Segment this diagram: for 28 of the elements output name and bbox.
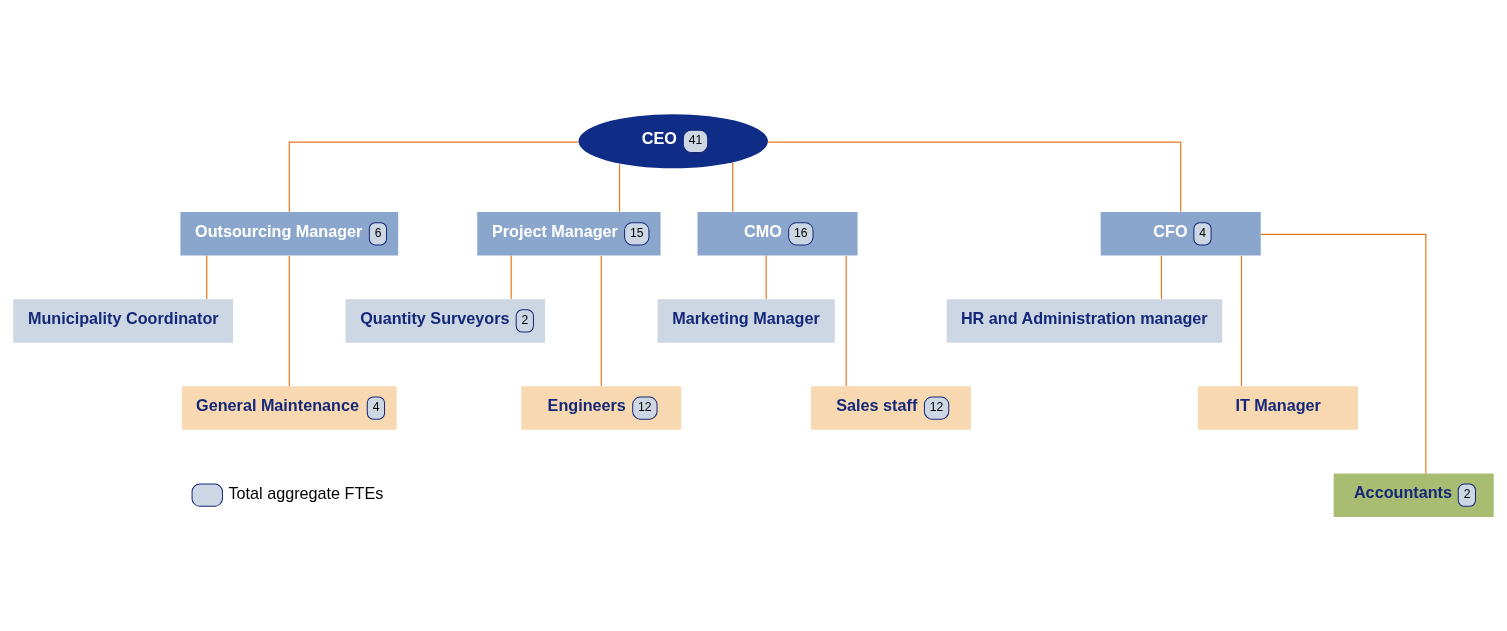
node-box: CFO 4 xyxy=(1100,212,1261,256)
connector xyxy=(288,141,579,213)
node-box: HR and Administration manager xyxy=(946,299,1223,343)
connector xyxy=(618,163,621,213)
connector xyxy=(206,255,208,300)
node-box: Project Manager 15 xyxy=(477,212,661,256)
node-box: Sales staff 12 xyxy=(811,386,972,430)
connector xyxy=(1240,255,1243,387)
connector xyxy=(765,255,767,300)
node-box: Marketing Manager xyxy=(657,299,835,343)
connector xyxy=(288,255,290,387)
node-box: Municipality Coordinator xyxy=(13,299,234,343)
node-box: CMO 16 xyxy=(697,212,858,256)
connector xyxy=(732,162,734,213)
node-ellipse: CEO 41 xyxy=(578,114,768,169)
node-box: Outsourcing Manager 6 xyxy=(180,212,399,256)
connector xyxy=(1260,233,1427,474)
connector xyxy=(600,255,602,387)
legend-label: Total aggregate FTEs xyxy=(228,484,384,503)
connector xyxy=(767,141,1182,213)
connector xyxy=(510,255,512,300)
connector xyxy=(845,255,847,387)
node-box: General Maintenance 4 xyxy=(181,386,397,430)
connector xyxy=(1160,255,1163,300)
node-box: Quantity Surveyors 2 xyxy=(345,299,546,343)
node-box: Accountants 2 xyxy=(1333,473,1494,517)
node-box: IT Manager xyxy=(1197,386,1358,430)
node-box: Engineers 12 xyxy=(521,386,682,430)
